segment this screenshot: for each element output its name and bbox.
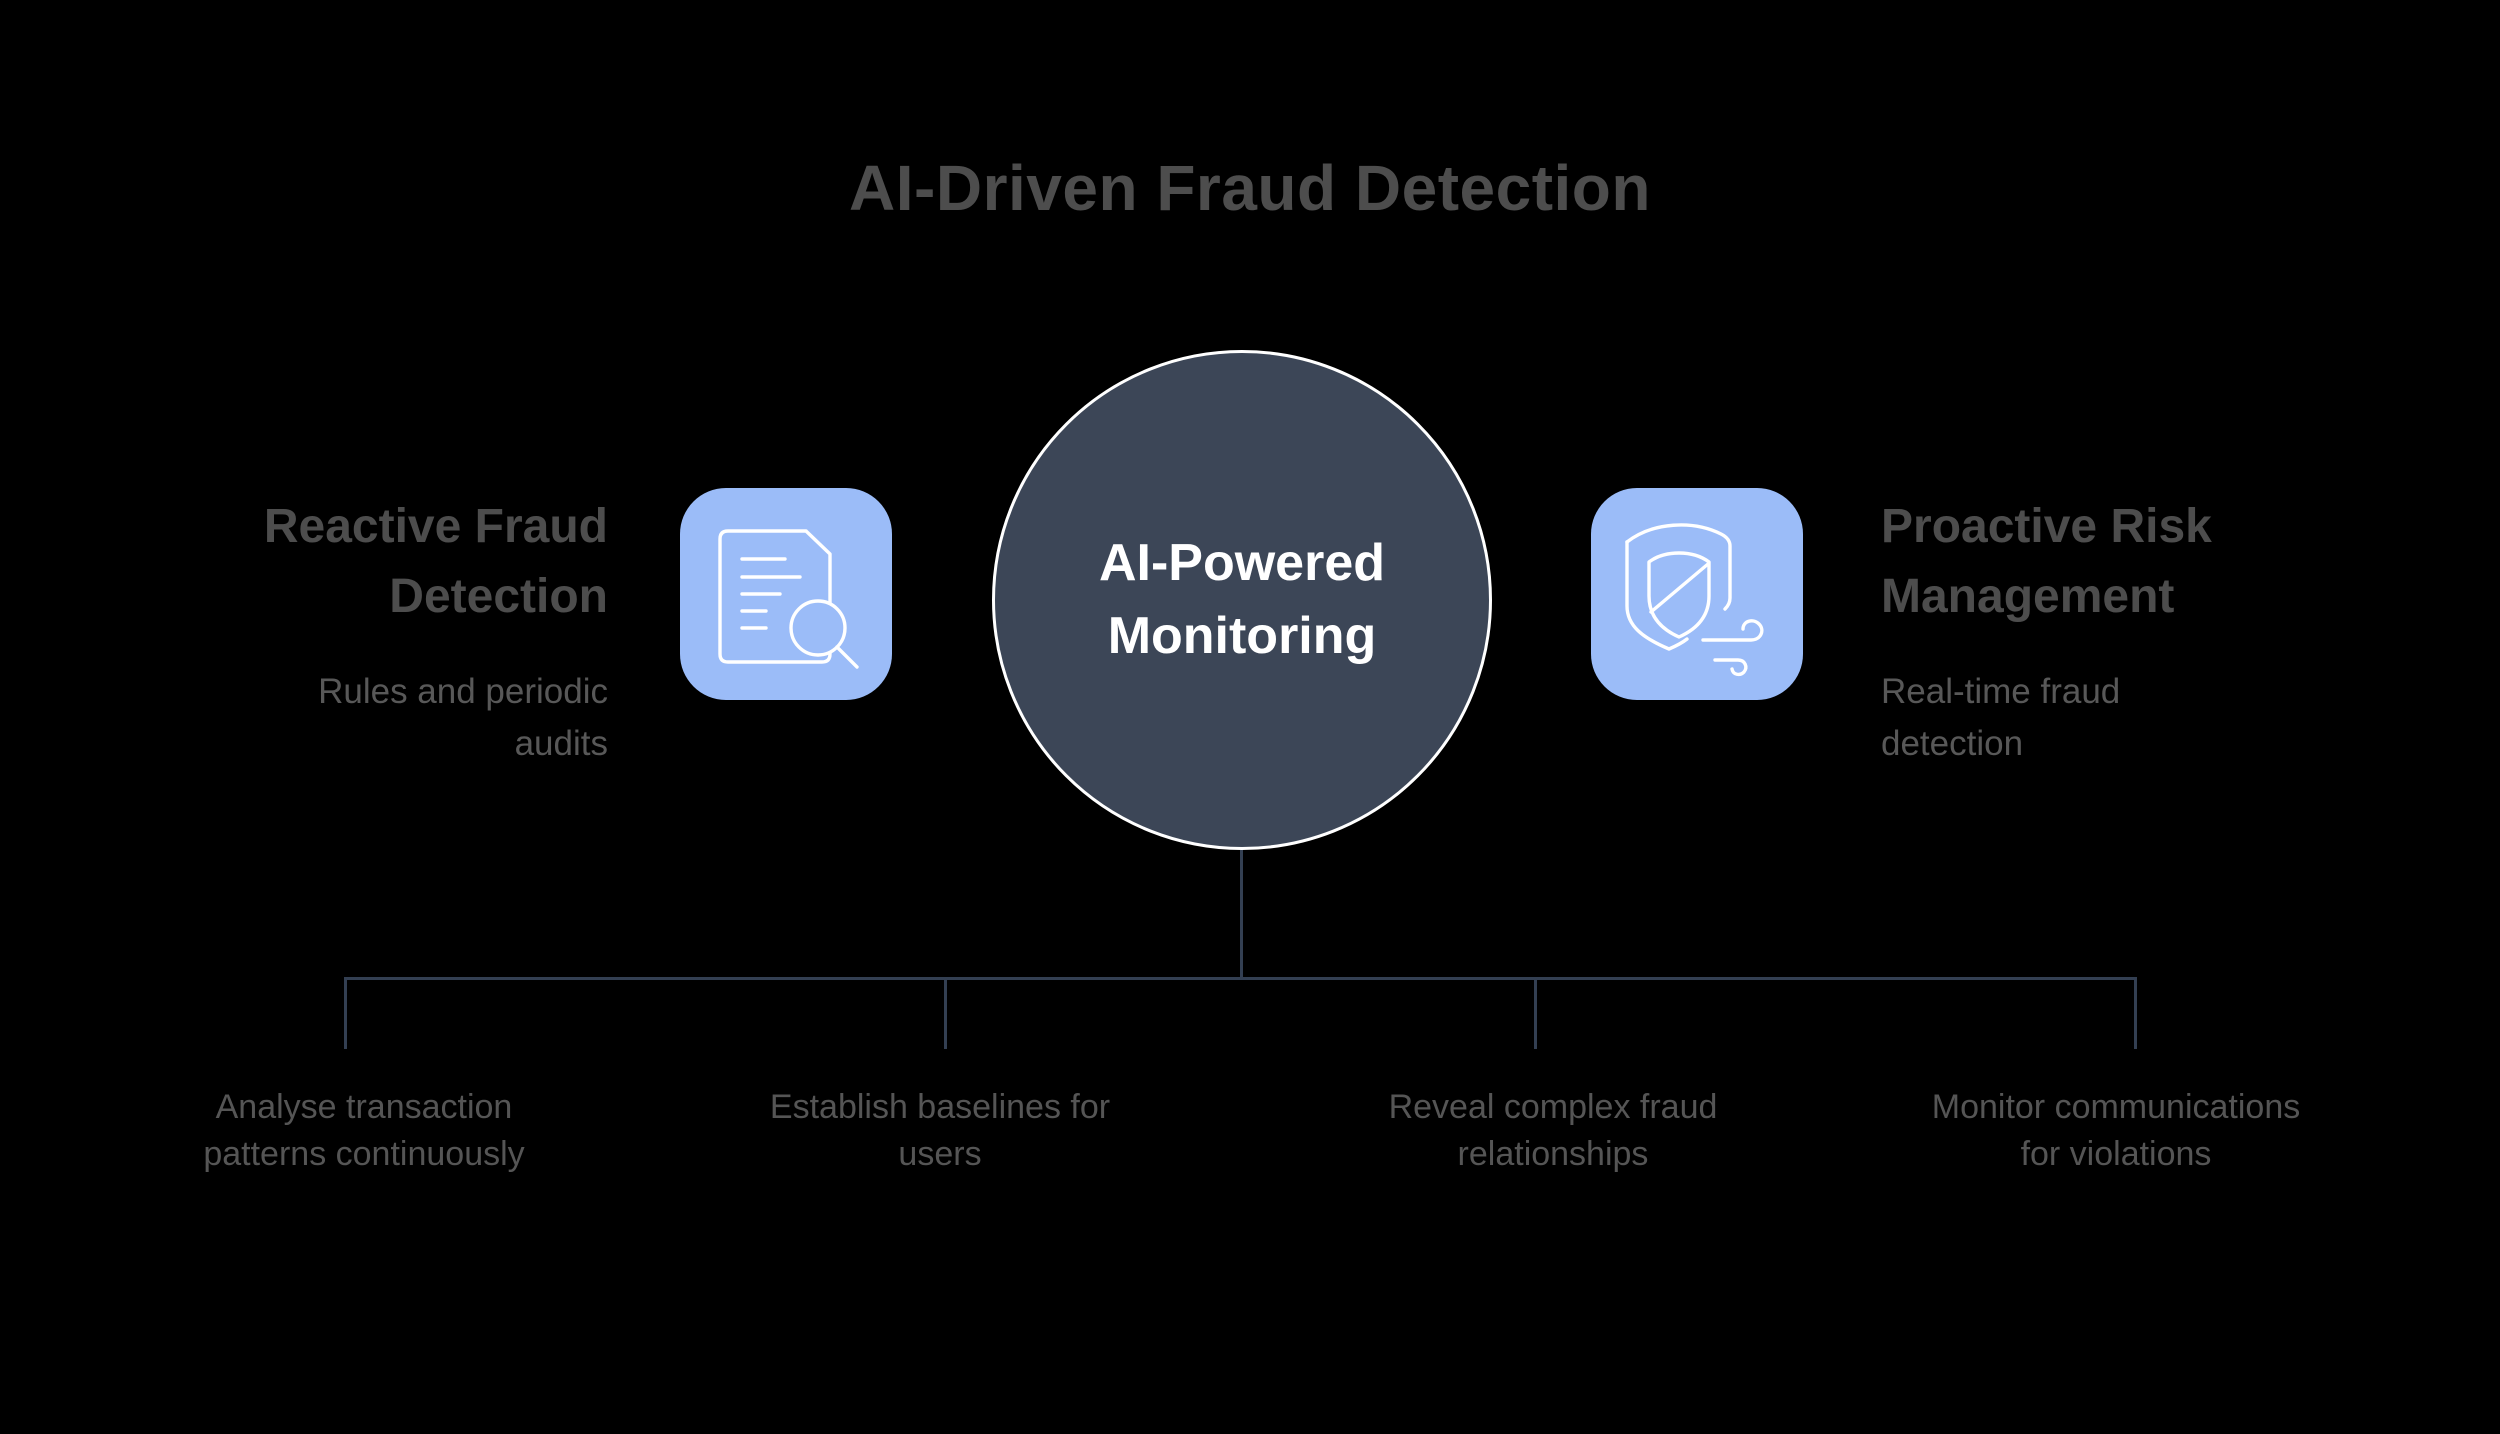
reactive-fraud-description: Rules and periodic audits [318, 672, 608, 763]
bottom-item-label: Monitor communications for violations [1931, 1088, 2301, 1173]
page-title: AI-Driven Fraud Detection [849, 152, 1651, 224]
connector-drop-3 [1534, 977, 1537, 1049]
proactive-risk-icon-tile [1591, 488, 1803, 700]
connector-drop-2 [944, 977, 947, 1049]
document-search-icon [680, 488, 893, 701]
central-node: AI-Powered Monitoring [992, 350, 1492, 850]
bottom-item-label: Analyse transaction patterns continuousl… [203, 1088, 525, 1173]
shield-wind-icon [1591, 488, 1804, 701]
reactive-fraud-section: Reactive Fraud Detection Rules and perio… [150, 492, 608, 770]
central-node-label: AI-Powered Monitoring [1098, 534, 1386, 665]
connector-stem [1240, 850, 1243, 980]
proactive-risk-description: Real-time fraud detection [1881, 672, 2121, 763]
bottom-item-label: Establish baselines for users [769, 1088, 1111, 1173]
reactive-fraud-icon-tile [680, 488, 892, 700]
connector-horizontal-bar [344, 977, 2137, 980]
connector-drop-1 [344, 977, 347, 1049]
proactive-risk-heading: Proactive Risk Management [1881, 500, 2212, 623]
bottom-item-label: Reveal complex fraud relationships [1388, 1088, 1718, 1173]
connector-drop-4 [2134, 977, 2137, 1049]
proactive-risk-section: Proactive Risk Management Real-time frau… [1881, 492, 2421, 770]
reactive-fraud-heading: Reactive Fraud Detection [263, 500, 608, 623]
